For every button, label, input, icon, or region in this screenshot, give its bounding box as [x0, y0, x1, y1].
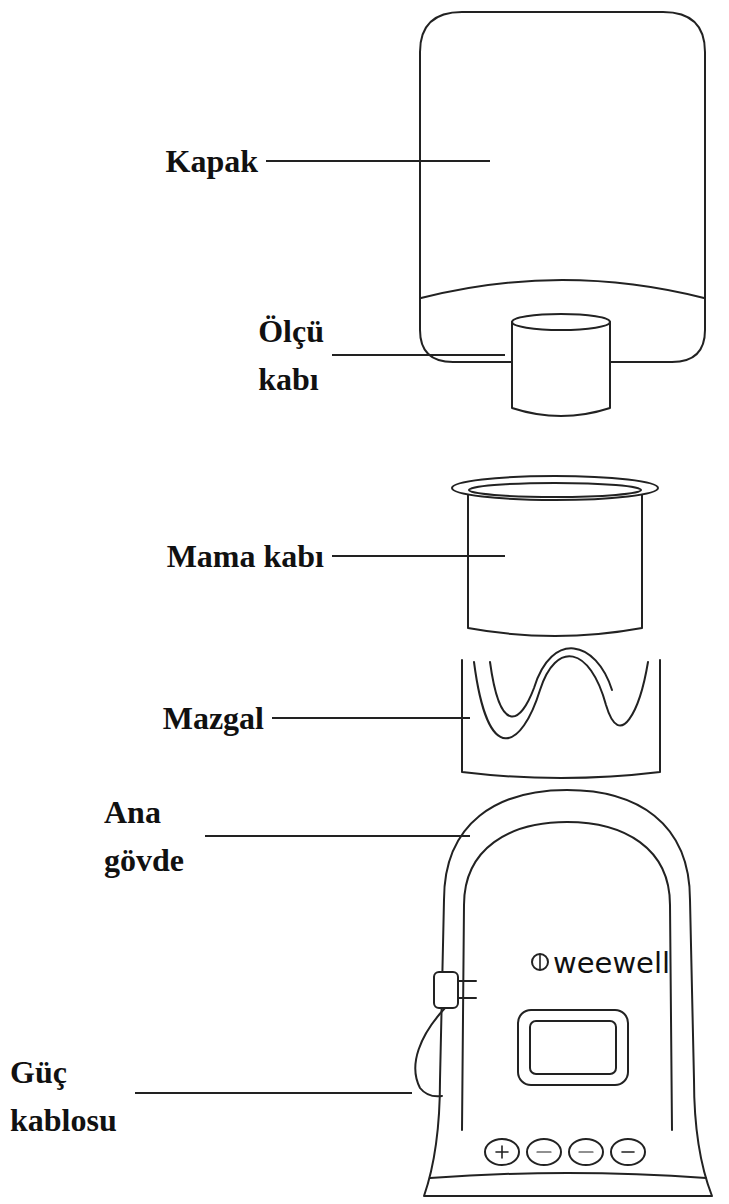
button: [611, 1139, 645, 1165]
measuring-cup: [512, 322, 610, 416]
measuring-cup-rim: [512, 314, 610, 330]
logo-mark: [532, 954, 548, 970]
body-base: [430, 1173, 706, 1178]
cover: [420, 12, 705, 362]
part-label: Ölçü kabı: [258, 307, 324, 403]
plus-symbol: [496, 1146, 508, 1158]
food-cup-inner-rim: [469, 483, 641, 497]
leader-line: [205, 835, 470, 837]
logo-mark-line: [539, 955, 541, 969]
food-cup-rim: [452, 476, 658, 500]
part-label: Mama kabı: [167, 532, 324, 580]
main-body: [424, 790, 712, 1196]
part-label: Kapak: [166, 137, 258, 185]
button: [569, 1139, 603, 1165]
grate-wave-inner: [490, 648, 612, 716]
plug: [434, 972, 458, 1008]
display: [518, 1010, 628, 1085]
button-mark: [579, 1151, 593, 1152]
leader-line: [266, 160, 490, 162]
body-panel: [462, 822, 672, 1130]
leader-line: [332, 555, 505, 557]
minus-symbol: [622, 1151, 634, 1153]
part-label: Mazgal: [163, 694, 264, 742]
leader-line: [135, 1092, 412, 1094]
part-label: Ana gövde: [104, 788, 184, 884]
brand-logo: weewell: [553, 949, 670, 978]
display-screen: [530, 1021, 616, 1074]
plug-prongs: [458, 981, 476, 998]
leader-line: [272, 717, 470, 719]
cover-band: [421, 280, 704, 298]
leader-line: [332, 354, 505, 356]
part-label: Güç kablosu: [10, 1048, 117, 1144]
button: [485, 1139, 519, 1165]
power-cable: [415, 1008, 445, 1096]
grate-wave: [474, 656, 648, 738]
button-mark: [537, 1151, 551, 1152]
food-cup: [468, 494, 642, 636]
button: [527, 1139, 561, 1165]
